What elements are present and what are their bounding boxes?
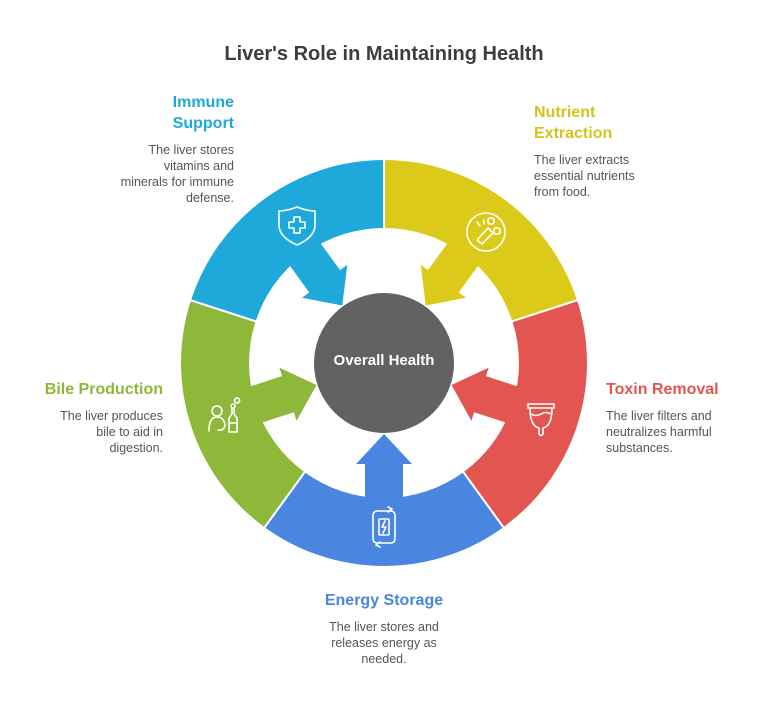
title-line: Energy Storage xyxy=(324,592,444,609)
segment-description: The liver extracts essential nutrients fro… xyxy=(534,152,684,200)
desc-line: needed. xyxy=(361,652,407,666)
food-plate-icon xyxy=(466,212,506,252)
desc-line: minerals for immune xyxy=(120,175,234,189)
desc-line: The liver filters and xyxy=(606,409,712,423)
desc-line: vitamins and xyxy=(163,159,234,173)
title-line: Toxin Removal xyxy=(606,381,719,398)
label-toxin-removal: Toxin Removal The liver filters and neutr… xyxy=(606,379,756,456)
title-line: Immune xyxy=(172,94,234,111)
desc-line: bile to aid in xyxy=(96,425,163,439)
desc-line: releases energy as xyxy=(331,636,437,650)
shield-cross-icon xyxy=(278,206,316,246)
segment-description: The liver stores and releases energy as ne… xyxy=(309,619,459,667)
segment-description: The liver filters and neutralizes harmful… xyxy=(606,408,756,456)
segment-title: Energy Storage xyxy=(309,590,459,611)
title-line: Nutrient xyxy=(534,104,596,121)
desc-line: The liver stores xyxy=(148,143,234,157)
person-bottle-icon xyxy=(208,397,241,433)
label-bile-production: Bile Production The liver produces bile t… xyxy=(13,379,163,456)
desc-line: from food. xyxy=(534,185,591,199)
desc-line: The liver stores and xyxy=(329,620,439,634)
ring-segment xyxy=(188,157,385,323)
segment-description: The liver produces bile to aid in digestio… xyxy=(13,408,163,456)
label-energy-storage: Energy Storage The liver stores and relea… xyxy=(309,590,459,667)
segment-title: Bile Production xyxy=(13,379,163,400)
segment-description: The liver stores vitamins and minerals for… xyxy=(84,142,234,206)
title-line: Bile Production xyxy=(44,381,163,398)
battery-cycle-icon xyxy=(372,506,396,548)
segment-arrow xyxy=(451,367,524,425)
desc-line: digestion. xyxy=(109,441,163,455)
page-title: Liver's Role in Maintaining Health xyxy=(224,43,544,65)
segment-arrow xyxy=(244,367,317,425)
desc-line: essential nutrients xyxy=(534,169,635,183)
center-circle xyxy=(314,293,454,433)
desc-line: neutralizes harmful xyxy=(606,425,712,439)
segment-arrows xyxy=(244,238,524,503)
filter-cup-icon xyxy=(527,403,555,437)
desc-line: substances. xyxy=(606,441,673,455)
segment-arrow xyxy=(420,238,482,306)
center-label: Overall Health xyxy=(333,352,435,369)
segment-title: Toxin Removal xyxy=(606,379,756,400)
title-line: Extraction xyxy=(534,125,613,142)
title-line: Support xyxy=(172,115,234,132)
segment-arrow xyxy=(286,238,348,306)
desc-line: The liver extracts xyxy=(534,153,630,167)
desc-line: The liver produces xyxy=(60,409,163,423)
segment-arrow xyxy=(356,434,412,503)
desc-line: defense. xyxy=(186,191,234,205)
